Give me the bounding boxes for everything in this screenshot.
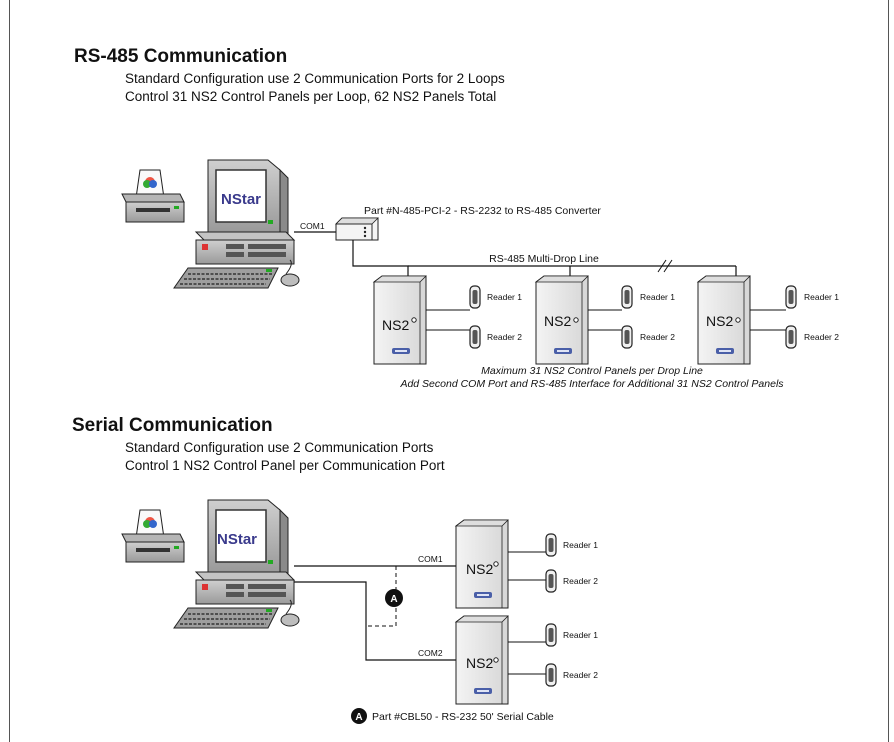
serial-panel-2: NS2 Reader 1 Reader 2 [455, 615, 598, 705]
rs485-workstation [121, 159, 300, 289]
rs485-panel-1-reader-1: Reader 1 [487, 292, 522, 302]
rs485-converter-label: Part #N-485-PCI-2 - RS-2232 to RS-485 Co… [364, 205, 601, 217]
serial-title: Serial Communication [72, 415, 273, 436]
rs485-panel-2-label: NS2 [544, 313, 571, 329]
rs485-note-1: Maximum 31 NS2 Control Panels per Drop L… [481, 365, 703, 377]
serial-panel-2-label: NS2 [466, 655, 493, 671]
serial-panel-1: NS2 Reader 1 Reader 2 [455, 519, 598, 609]
reader-icon [621, 285, 633, 309]
rs485-subtitle-line2: Control 31 NS2 Control Panels per Loop, … [125, 89, 497, 104]
serial-com1-label: COM1 [418, 554, 443, 564]
reader-icon [785, 285, 797, 309]
page-frame [9, 0, 889, 742]
serial-panel-1-label: NS2 [466, 561, 493, 577]
cable-legend-text: Part #CBL50 - RS-232 50' Serial Cable [372, 711, 554, 723]
reader-icon [545, 623, 557, 647]
rs485-subtitle-line1: Standard Configuration use 2 Communicati… [125, 71, 505, 86]
rs485-panel-3-reader-1: Reader 1 [804, 292, 839, 302]
rs485-title: RS-485 Communication [74, 46, 288, 67]
rs485-panel-1-label: NS2 [382, 317, 409, 333]
rs485-panel-3-reader-2: Reader 2 [804, 332, 839, 342]
cable-legend: A Part #CBL50 - RS-232 50' Serial Cable [351, 708, 554, 724]
serial-subtitle-line2: Control 1 NS2 Control Panel per Communic… [125, 458, 445, 473]
reader-icon [469, 285, 481, 309]
serial-panel-1-reader-1: Reader 1 [563, 540, 598, 550]
rs485-com1-label: COM1 [300, 221, 325, 231]
serial-monitor-label: NStar [217, 531, 257, 548]
serial-panel-2-reader-2: Reader 2 [563, 670, 598, 680]
reader-icon [785, 325, 797, 349]
rs485-converter-icon [335, 217, 379, 241]
reader-icon [545, 569, 557, 593]
serial-workstation [121, 499, 300, 629]
reader-icon [545, 663, 557, 687]
rs485-panel-3: NS2 Reader 1 Reader 2 [697, 275, 839, 365]
serial-wiring [294, 565, 456, 661]
rs485-panel-1: NS2 Reader 1 Reader 2 [373, 275, 522, 365]
rs485-note-2: Add Second COM Port and RS-485 Interface… [399, 378, 784, 390]
rs485-panel-2: NS2 Reader 1 Reader 2 [535, 275, 675, 365]
reader-icon [545, 533, 557, 557]
rs485-bus-label: RS-485 Multi-Drop Line [489, 253, 599, 265]
rs485-panel-2-reader-2: Reader 2 [640, 332, 675, 342]
serial-cable-dashed [366, 566, 397, 627]
cable-marker-a-label: A [390, 594, 397, 605]
cable-marker-a: A [385, 589, 403, 607]
serial-com2-label: COM2 [418, 648, 443, 658]
rs485-panel-3-label: NS2 [706, 313, 733, 329]
serial-panel-2-reader-1: Reader 1 [563, 630, 598, 640]
serial-subtitle-line1: Standard Configuration use 2 Communicati… [125, 440, 434, 455]
rs485-break-mark [657, 259, 673, 273]
reader-icon [621, 325, 633, 349]
rs485-panel-1-reader-2: Reader 2 [487, 332, 522, 342]
cable-legend-marker: A [355, 712, 362, 723]
rs485-panel-2-reader-1: Reader 1 [640, 292, 675, 302]
rs485-monitor-label: NStar [221, 191, 261, 208]
serial-panel-1-reader-2: Reader 2 [563, 576, 598, 586]
reader-icon [469, 325, 481, 349]
